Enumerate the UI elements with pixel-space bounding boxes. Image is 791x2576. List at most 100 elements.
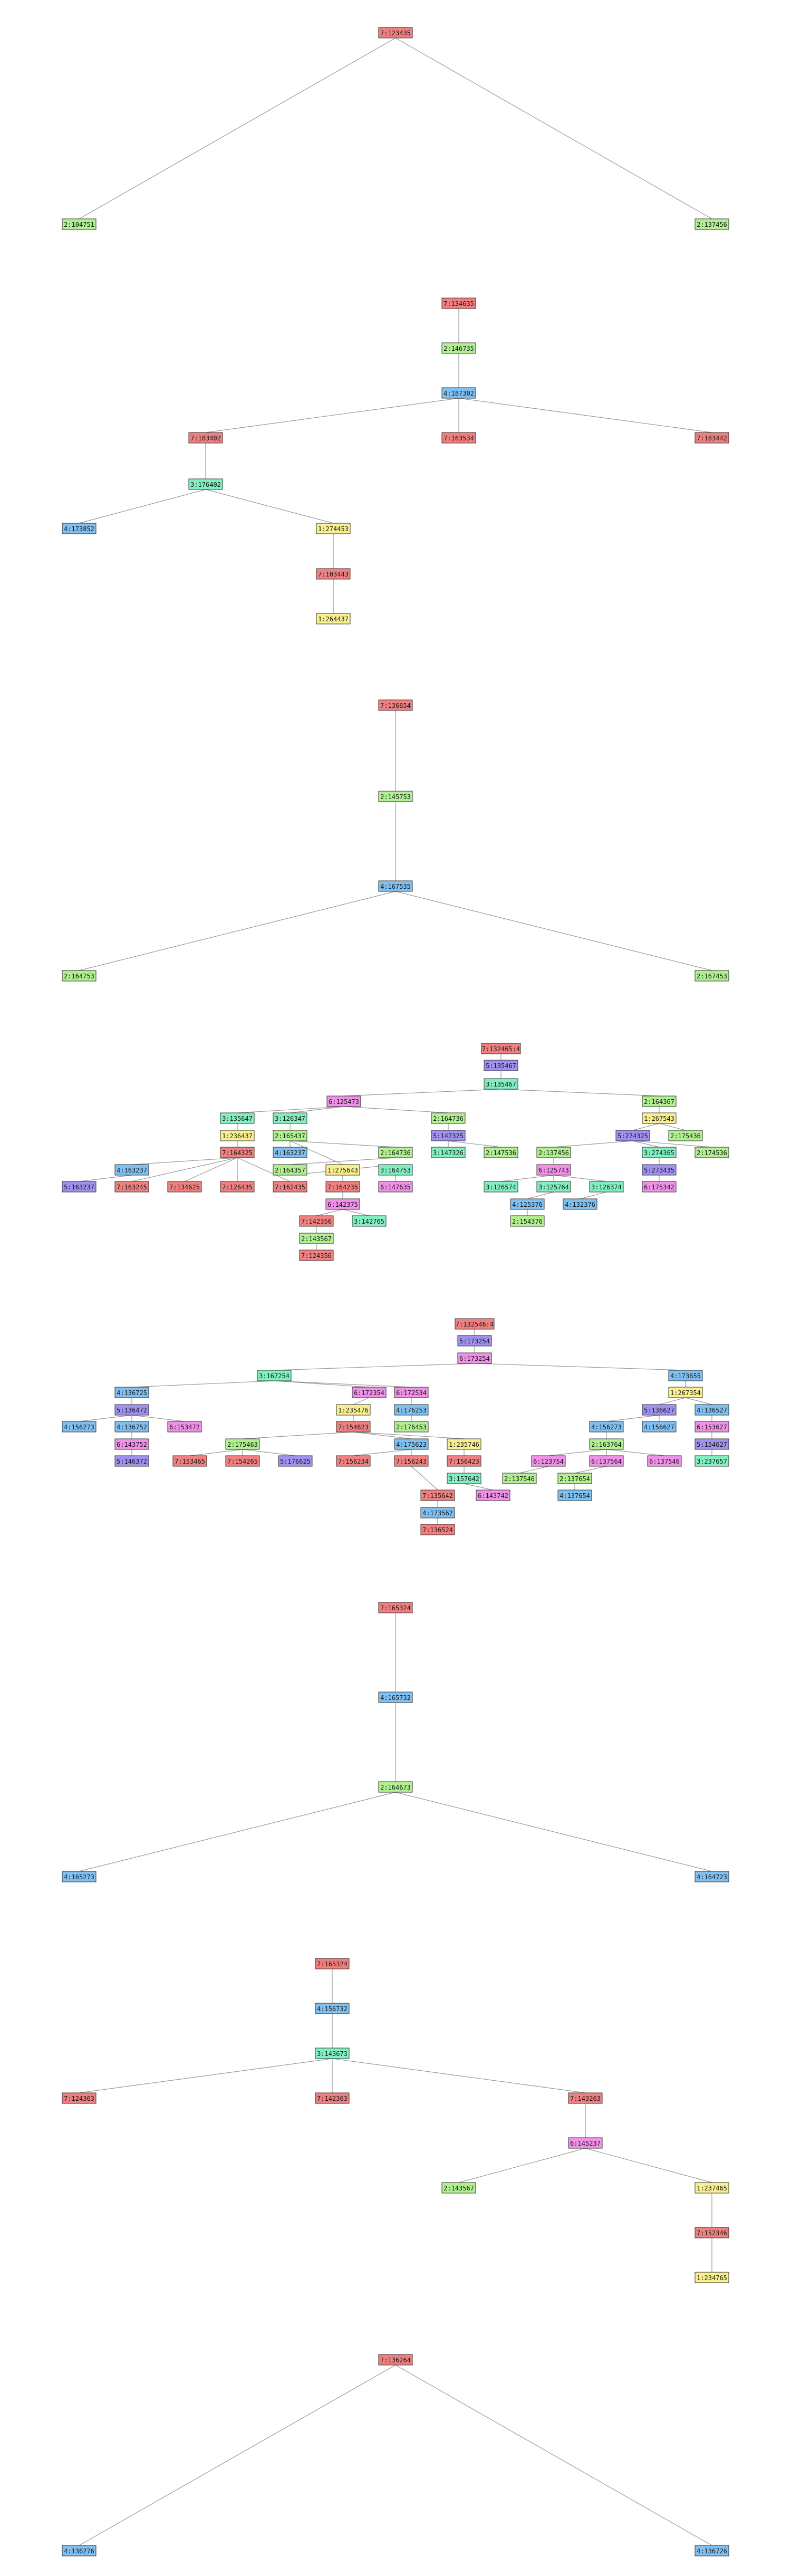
node-box (188, 432, 223, 444)
tree-node: 4:137654 (557, 1489, 592, 1501)
node-label: 3:126374 (591, 1184, 622, 1191)
node-label: 4:156627 (644, 1424, 674, 1431)
node-label: 3:176402 (190, 481, 221, 488)
tree-edge (500, 1089, 660, 1097)
node-label: 5:176625 (280, 1458, 311, 1465)
node-label: 7:156234 (338, 1458, 369, 1465)
node-box (378, 1164, 413, 1176)
tree-edge (290, 1140, 343, 1165)
tree-node: 6:125473 (326, 1095, 361, 1107)
node-label: 5:274325 (618, 1132, 648, 1140)
node-label: 7:136654 (380, 702, 411, 709)
tree-node: 7:124356 (299, 1249, 334, 1261)
tree-node: 1:235746 (447, 1438, 481, 1450)
tree-node: 7:124363 (62, 2092, 97, 2104)
node-label: 7:136524 (422, 1526, 453, 1534)
tree-edge (353, 1397, 370, 1405)
node-label: 7:136264 (380, 2357, 411, 2364)
node-label: 4:163237 (117, 1167, 147, 1174)
node-box (378, 2354, 413, 2366)
tree-edge (274, 1380, 412, 1388)
node-box (694, 2227, 729, 2238)
node-box (394, 1404, 429, 1416)
node-label: 4:132376 (565, 1201, 595, 1208)
node-box (694, 2182, 729, 2194)
node-box (568, 2092, 603, 2104)
tree-node: 3:126574 (484, 1181, 518, 1193)
node-label: 1:237465 (697, 2185, 727, 2192)
node-label: 2:164736 (433, 1115, 464, 1122)
tree-edge (290, 1106, 344, 1113)
tree-node: 3:125764 (536, 1181, 571, 1193)
node-label: 6:172534 (396, 1389, 427, 1397)
node-label: 2:147536 (486, 1149, 516, 1157)
node-label: 1:275643 (327, 1167, 358, 1174)
node-label: 4:156732 (317, 2005, 348, 2013)
tree-edge (343, 1089, 501, 1097)
tree-edge (205, 398, 459, 433)
node-label: 3:126574 (486, 1184, 516, 1191)
tree-edge (131, 1157, 238, 1182)
tree-edge (353, 1431, 465, 1439)
tree-edge (685, 1397, 712, 1405)
tree-node: 6:125743 (536, 1164, 571, 1176)
node-label: 7:152346 (697, 2229, 727, 2237)
tree-node: 6:142375 (325, 1198, 360, 1210)
tree-node: 3:237657 (694, 1455, 729, 1467)
node-label: 4:165732 (380, 1694, 411, 1702)
tree-node: 7:163245 (114, 1181, 149, 1193)
tree-node: 2:147536 (484, 1147, 518, 1158)
tree-node: 5:273435 (642, 1164, 677, 1176)
tree-node: 5:146372 (114, 1455, 149, 1467)
node-box (315, 1958, 350, 1969)
node-box (325, 1198, 360, 1210)
node-box (220, 1181, 255, 1193)
node-label: 4:156273 (591, 1424, 622, 1431)
node-box (273, 1181, 307, 1193)
tree-node: 2:164673 (378, 1781, 413, 1793)
tree-node: 5:173254 (457, 1335, 492, 1347)
tree-edge (519, 1466, 549, 1474)
node-label: 4:175623 (396, 1441, 427, 1448)
node-box (420, 1524, 455, 1535)
node-box (536, 1181, 571, 1193)
node-label: 1:236437 (222, 1132, 253, 1140)
node-box (220, 1112, 255, 1124)
tree-edge (237, 1106, 344, 1113)
tree-node: 4:165273 (62, 1871, 97, 1882)
node-box (481, 1043, 521, 1054)
tree-node: 4:163237 (273, 1147, 307, 1158)
tree-node: 4:167535 (378, 880, 413, 892)
node-box (536, 1164, 571, 1176)
tree-node: 7:135642 (420, 1489, 455, 1501)
node-label: 1:235476 (338, 1407, 369, 1414)
node-label: 2:146735 (443, 345, 474, 352)
node-box (694, 1455, 729, 1467)
tree-node: 2:176453 (394, 1421, 429, 1433)
tree-node: 7:162435 (273, 1181, 307, 1193)
node-box (378, 880, 413, 892)
node-label: 7:134635 (443, 300, 474, 307)
tree-node: 3:135647 (220, 1112, 255, 1124)
node-box (441, 342, 476, 354)
node-box (316, 613, 351, 624)
node-box (394, 1438, 429, 1450)
node-box (589, 1421, 624, 1433)
node-label: 1:264437 (318, 616, 349, 623)
tree-node: 5:274325 (615, 1130, 650, 1141)
node-box (220, 1147, 255, 1158)
node-box (62, 970, 97, 982)
node-box (447, 1473, 481, 1484)
tree-node: 5:136472 (114, 1404, 149, 1416)
node-label: 6:173254 (459, 1355, 490, 1362)
tree-node: 3:164753 (378, 1164, 413, 1176)
tree-edge (342, 1209, 370, 1216)
tree-node: 7:156423 (447, 1455, 481, 1467)
node-label: 6:143742 (478, 1492, 508, 1500)
node-label: 4:136527 (697, 1407, 727, 1414)
tree-node: 2:164736 (431, 1112, 466, 1124)
node-box (299, 1233, 334, 1244)
node-label: 4:163237 (275, 1149, 305, 1157)
node-box (694, 432, 729, 444)
node-label: 6:143752 (117, 1441, 147, 1448)
